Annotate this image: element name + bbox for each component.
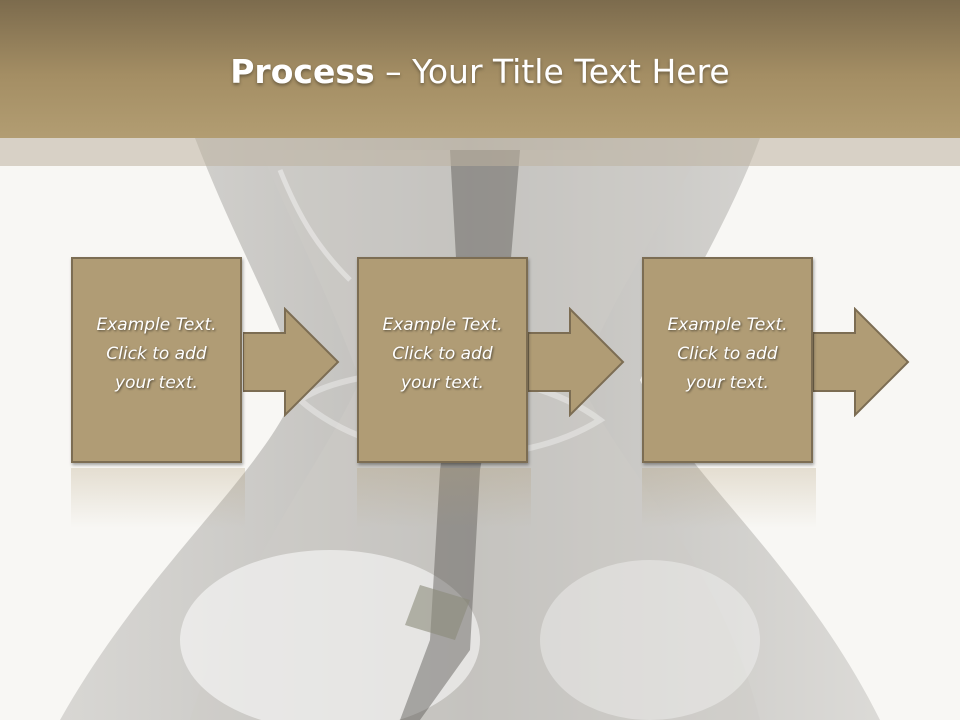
step-reflection (642, 468, 816, 528)
slide-title-bold: Process (230, 52, 375, 91)
process-step-box[interactable]: Example Text. Click to add your text. (642, 257, 813, 463)
step-reflection (71, 468, 245, 528)
process-step-box[interactable]: Example Text. Click to add your text. (71, 257, 242, 463)
right-arrow-icon (528, 307, 625, 417)
step-text: Example Text. Click to add your text. (382, 314, 503, 393)
step-text: Example Text. Click to add your text. (667, 314, 788, 393)
slide-title[interactable]: Process – Your Title Text Here (0, 52, 960, 91)
title-band (0, 138, 960, 166)
right-arrow-icon (243, 307, 340, 417)
right-arrow-icon (813, 307, 910, 417)
step-reflection (357, 468, 531, 528)
title-bar (0, 0, 960, 138)
step-text: Example Text. Click to add your text. (96, 314, 217, 393)
process-step-box[interactable]: Example Text. Click to add your text. (357, 257, 528, 463)
slide-title-rest: – Your Title Text Here (374, 52, 730, 91)
